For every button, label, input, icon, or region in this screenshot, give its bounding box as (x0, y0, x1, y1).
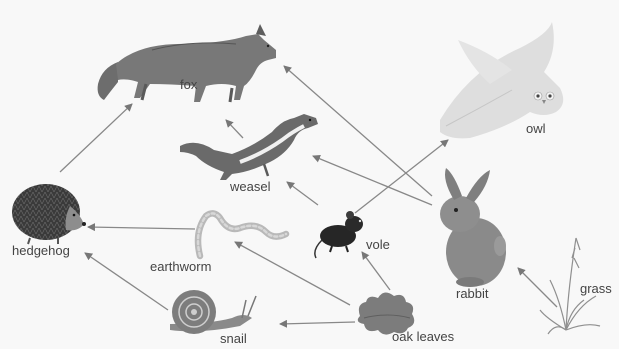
arrow-hedgehog-to-fox (60, 104, 132, 172)
vole-picture (315, 211, 363, 258)
arrow-oak-leaves-to-earthworm (235, 242, 350, 305)
snail-label: snail (220, 332, 247, 345)
snail-picture (170, 290, 256, 334)
owl-label: owl (526, 122, 546, 135)
earthworm-picture (198, 213, 286, 256)
grass-label: grass (580, 282, 612, 295)
arrow-earthworm-to-hedgehog (88, 227, 195, 229)
hedgehog-picture (12, 184, 86, 244)
rabbit-label: rabbit (456, 287, 489, 300)
arrow-oak-leaves-to-vole (362, 252, 390, 290)
weasel-picture (180, 114, 318, 180)
oak-leaves-label: oak leaves (392, 330, 454, 343)
fox-label: fox (180, 78, 197, 91)
earthworm-label: earthworm (150, 260, 211, 273)
arrow-oak-leaves-to-snail (280, 322, 355, 324)
arrow-weasel-to-fox (226, 120, 243, 138)
arrow-vole-to-owl (355, 140, 448, 213)
rabbit-picture (440, 168, 506, 287)
arrow-grass-to-rabbit (518, 268, 557, 307)
arrow-rabbit-to-fox (284, 66, 432, 196)
weasel-label: weasel (230, 180, 270, 193)
vole-label: vole (366, 238, 390, 251)
hedgehog-label: hedgehog (12, 244, 70, 257)
arrow-vole-to-weasel (287, 182, 318, 205)
